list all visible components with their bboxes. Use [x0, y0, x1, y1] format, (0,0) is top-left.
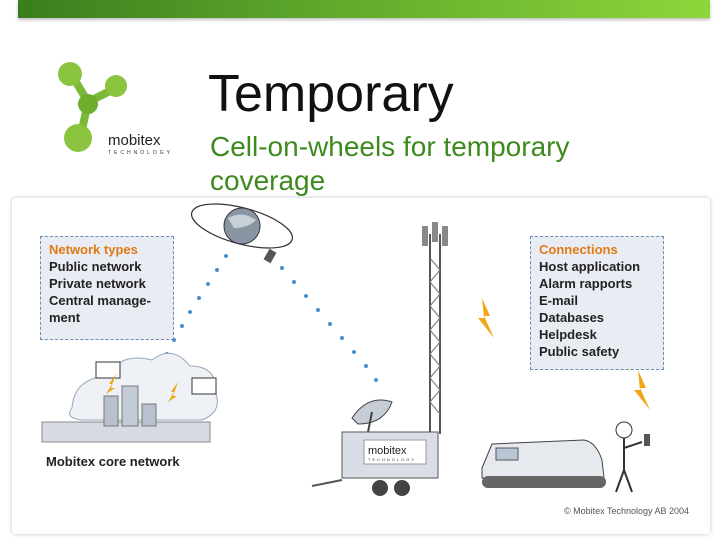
- lightning-bolt-icon: [478, 298, 494, 338]
- field-worker-icon: [616, 422, 650, 492]
- connection-item: Public safety: [539, 343, 655, 360]
- connection-item: E-mail: [539, 292, 655, 309]
- network-type-item: Public network: [49, 258, 165, 275]
- connection-item: Alarm rapports: [539, 275, 655, 292]
- subtitle-line: coverage: [210, 164, 650, 198]
- core-network-icon: [42, 353, 217, 442]
- trailer-icon: [312, 432, 438, 496]
- molecule-logo-icon: [46, 56, 164, 184]
- network-types-heading: Network types: [49, 241, 165, 258]
- copyright-notice: © Mobitex Technology AB 2004: [564, 506, 689, 516]
- slide-title: Temporary: [208, 66, 454, 122]
- trailer-wordmark: mobitex: [368, 445, 407, 457]
- lightning-bolt-icon: [634, 370, 650, 410]
- connections-heading: Connections: [539, 241, 655, 258]
- connection-item: Databases: [539, 309, 655, 326]
- logo-wordmark: mobitex: [108, 132, 161, 149]
- subtitle-line: Cell-on-wheels for temporary: [210, 130, 650, 164]
- connection-item: Host application: [539, 258, 655, 275]
- core-network-label: Mobitex core network: [46, 454, 180, 469]
- connection-item: Helpdesk: [539, 326, 655, 343]
- network-diagram: mobitex TECHNOLOGY Network types Public …: [12, 198, 710, 534]
- logo-tagline: TECHNOLOGY: [108, 150, 173, 156]
- satellite-link-dots: [165, 254, 378, 382]
- network-type-item: Private network: [49, 275, 165, 292]
- slide-subtitle: Cell-on-wheels for temporary coverage: [210, 130, 650, 198]
- mobitex-logo: mobitex TECHNOLOGY: [46, 56, 164, 184]
- network-type-item: ment: [49, 309, 165, 326]
- network-type-item: Central manage-: [49, 292, 165, 309]
- satellite-dish-icon: [352, 400, 392, 432]
- antenna-mast-icon: [422, 222, 448, 434]
- connections-box: Connections Host application Alarm rappo…: [530, 236, 664, 370]
- network-types-box: Network types Public network Private net…: [40, 236, 174, 340]
- trailer-tagline: TECHNOLOGY: [368, 457, 416, 462]
- satellite-icon: [187, 198, 297, 263]
- top-accent-bar: [18, 0, 710, 18]
- tracked-vehicle-icon: [482, 440, 606, 488]
